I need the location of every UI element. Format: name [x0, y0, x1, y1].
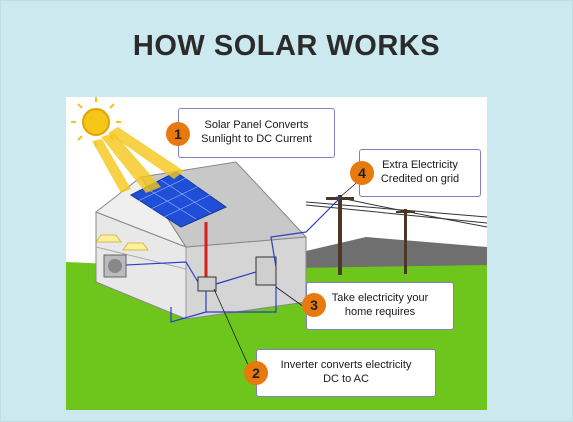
inverter-box: [197, 276, 217, 292]
step-3-badge: 3: [302, 293, 326, 317]
callout-3-line1: Take electricity your: [331, 292, 429, 304]
step-2-badge: 2: [244, 361, 268, 385]
callout-inverter: Inverter converts electricity DC to AC: [256, 349, 436, 397]
callout-2-line1: Inverter converts electricity: [280, 359, 412, 371]
callout-grid-credit: Extra Electricity Credited on grid: [359, 149, 481, 197]
air-conditioner-icon: [103, 254, 127, 278]
solar-diagram: Solar Panel Converts Sunlight to DC Curr…: [66, 97, 487, 410]
step-4-badge: 4: [350, 161, 374, 185]
callout-solar-panel: Solar Panel Converts Sunlight to DC Curr…: [178, 108, 335, 158]
slide-title: HOW SOLAR WORKS: [132, 30, 441, 62]
ceiling-lamp-icon: [95, 234, 149, 251]
callout-3-line2: home requires: [344, 306, 416, 318]
callout-1-line2: Sunlight to DC Current: [201, 133, 312, 145]
sun-icon: [71, 97, 184, 193]
callout-1-line1: Solar Panel Converts: [204, 119, 309, 131]
callout-4-line1: Extra Electricity: [382, 159, 458, 171]
step-1-badge: 1: [166, 122, 190, 146]
electric-meter: [255, 256, 277, 286]
ac-wiring: [125, 196, 342, 323]
callout-4-line2: Credited on grid: [380, 173, 460, 185]
callout-home-usage: Take electricity your home requires: [306, 282, 454, 330]
callout-2-line2: DC to AC: [323, 373, 369, 385]
